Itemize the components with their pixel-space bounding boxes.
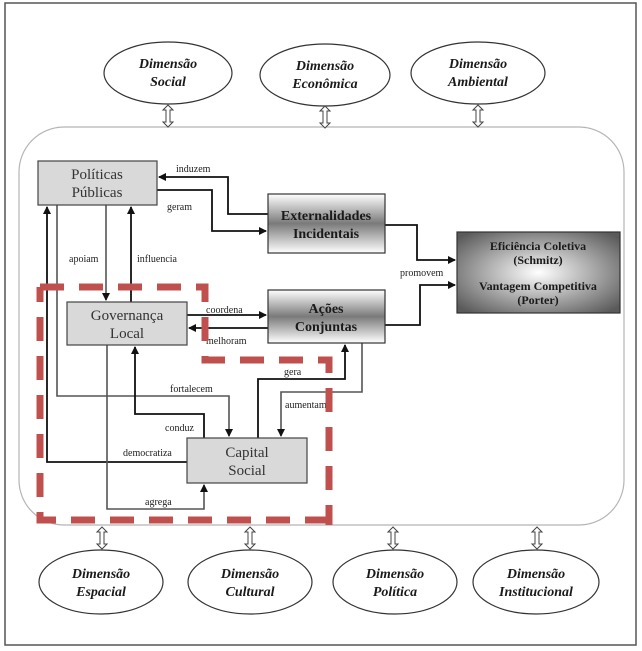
politicas-line1: Políticas xyxy=(71,167,123,183)
double-arrow-icon xyxy=(471,104,485,128)
edge-promovem-ext xyxy=(385,224,456,264)
dimension-politica: Dimensão Política xyxy=(332,549,458,615)
dimension-espacial: Dimensão Espacial xyxy=(38,549,164,615)
capital-line2: Social xyxy=(228,463,266,479)
edge-democratiza xyxy=(43,206,187,463)
dimension-cultural-line2: Cultural xyxy=(225,585,274,600)
acoes-line2: Conjuntas xyxy=(295,320,358,335)
label-coordena: coordena xyxy=(206,305,243,316)
edge-agrega xyxy=(106,345,208,510)
label-influencia: influencia xyxy=(137,254,178,265)
dimension-institucional: Dimensão Institucional xyxy=(472,549,600,615)
dimension-economica-line2: Econômica xyxy=(291,77,357,92)
externalidades-line2: Incidentais xyxy=(293,227,360,242)
double-arrow-icon xyxy=(243,526,257,550)
label-agrega: agrega xyxy=(145,497,172,508)
edge-aumentam xyxy=(277,343,363,437)
dimension-cultural: Dimensão Cultural xyxy=(187,549,313,615)
politicas-line2: Públicas xyxy=(72,185,123,201)
edge-induzem xyxy=(158,173,268,215)
dimension-ambiental-line2: Ambiental xyxy=(447,75,508,90)
dimension-economica: Dimensão Econômica xyxy=(259,43,391,107)
box-externalidades-incidentais: Externalidades Incidentais xyxy=(267,193,386,254)
dimension-economica-line1: Dimensão xyxy=(295,59,354,74)
dimension-institucional-line1: Dimensão xyxy=(506,567,565,582)
dimension-institucional-line2: Institucional xyxy=(498,585,573,600)
dimension-social-line1: Dimensão xyxy=(138,57,197,72)
highlight-dashed-region xyxy=(36,283,333,525)
label-gera: gera xyxy=(284,367,302,378)
eficiencia-line4: (Porter) xyxy=(517,293,558,307)
double-arrow-icon xyxy=(530,526,544,550)
eficiencia-line3: Vantagem Competitiva xyxy=(479,279,597,293)
label-conduz: conduz xyxy=(165,423,194,434)
box-politicas-publicas: Políticas Públicas xyxy=(37,160,158,206)
edge-fortalecem xyxy=(56,205,233,437)
dimension-cultural-line1: Dimensão xyxy=(220,567,279,582)
double-arrow-icon xyxy=(318,105,332,129)
edge-promovem-acoes xyxy=(385,281,456,326)
label-geram: geram xyxy=(167,202,192,213)
dimension-ambiental: Dimensão Ambiental xyxy=(410,41,546,105)
label-induzem: induzem xyxy=(176,164,211,175)
label-democratiza: democratiza xyxy=(123,448,172,459)
dimension-politica-line2: Política xyxy=(373,585,417,600)
dimension-politica-line1: Dimensão xyxy=(365,567,424,582)
edge-geram xyxy=(157,189,267,235)
label-apoiam: apoiam xyxy=(69,254,99,265)
double-arrow-icon xyxy=(161,104,175,128)
double-arrow-icon xyxy=(95,526,109,550)
eficiencia-line1: Eficiência Coletiva xyxy=(490,239,586,253)
edge-conduz xyxy=(131,346,205,438)
dimension-social: Dimensão Social xyxy=(103,41,233,105)
dimension-ambiental-line1: Dimensão xyxy=(448,57,507,72)
box-eficiencia-coletiva: Eficiência Coletiva (Schmitz) Vantagem C… xyxy=(456,231,621,314)
edge-gera xyxy=(257,344,349,438)
eficiencia-line2: (Schmitz) xyxy=(513,253,562,267)
externalidades-line1: Externalidades xyxy=(281,209,372,224)
capital-line1: Capital xyxy=(225,445,268,461)
governanca-line1: Governança xyxy=(91,308,164,324)
label-promovem: promovem xyxy=(400,268,444,279)
box-capital-social: Capital Social xyxy=(186,437,308,484)
double-arrow-icon xyxy=(386,526,400,550)
dimension-espacial-line2: Espacial xyxy=(75,585,126,600)
label-melhoram: melhoram xyxy=(206,336,247,347)
governanca-line2: Local xyxy=(110,326,144,342)
dimension-espacial-line1: Dimensão xyxy=(71,567,130,582)
box-acoes-conjuntas: Ações Conjuntas xyxy=(267,289,386,344)
label-fortalecem: fortalecem xyxy=(170,384,213,395)
dimension-social-line2: Social xyxy=(150,75,186,90)
label-aumentam: aumentam xyxy=(285,400,327,411)
acoes-line1: Ações xyxy=(309,302,345,317)
territory-container xyxy=(18,126,625,526)
box-governanca-local: Governança Local xyxy=(66,301,188,346)
